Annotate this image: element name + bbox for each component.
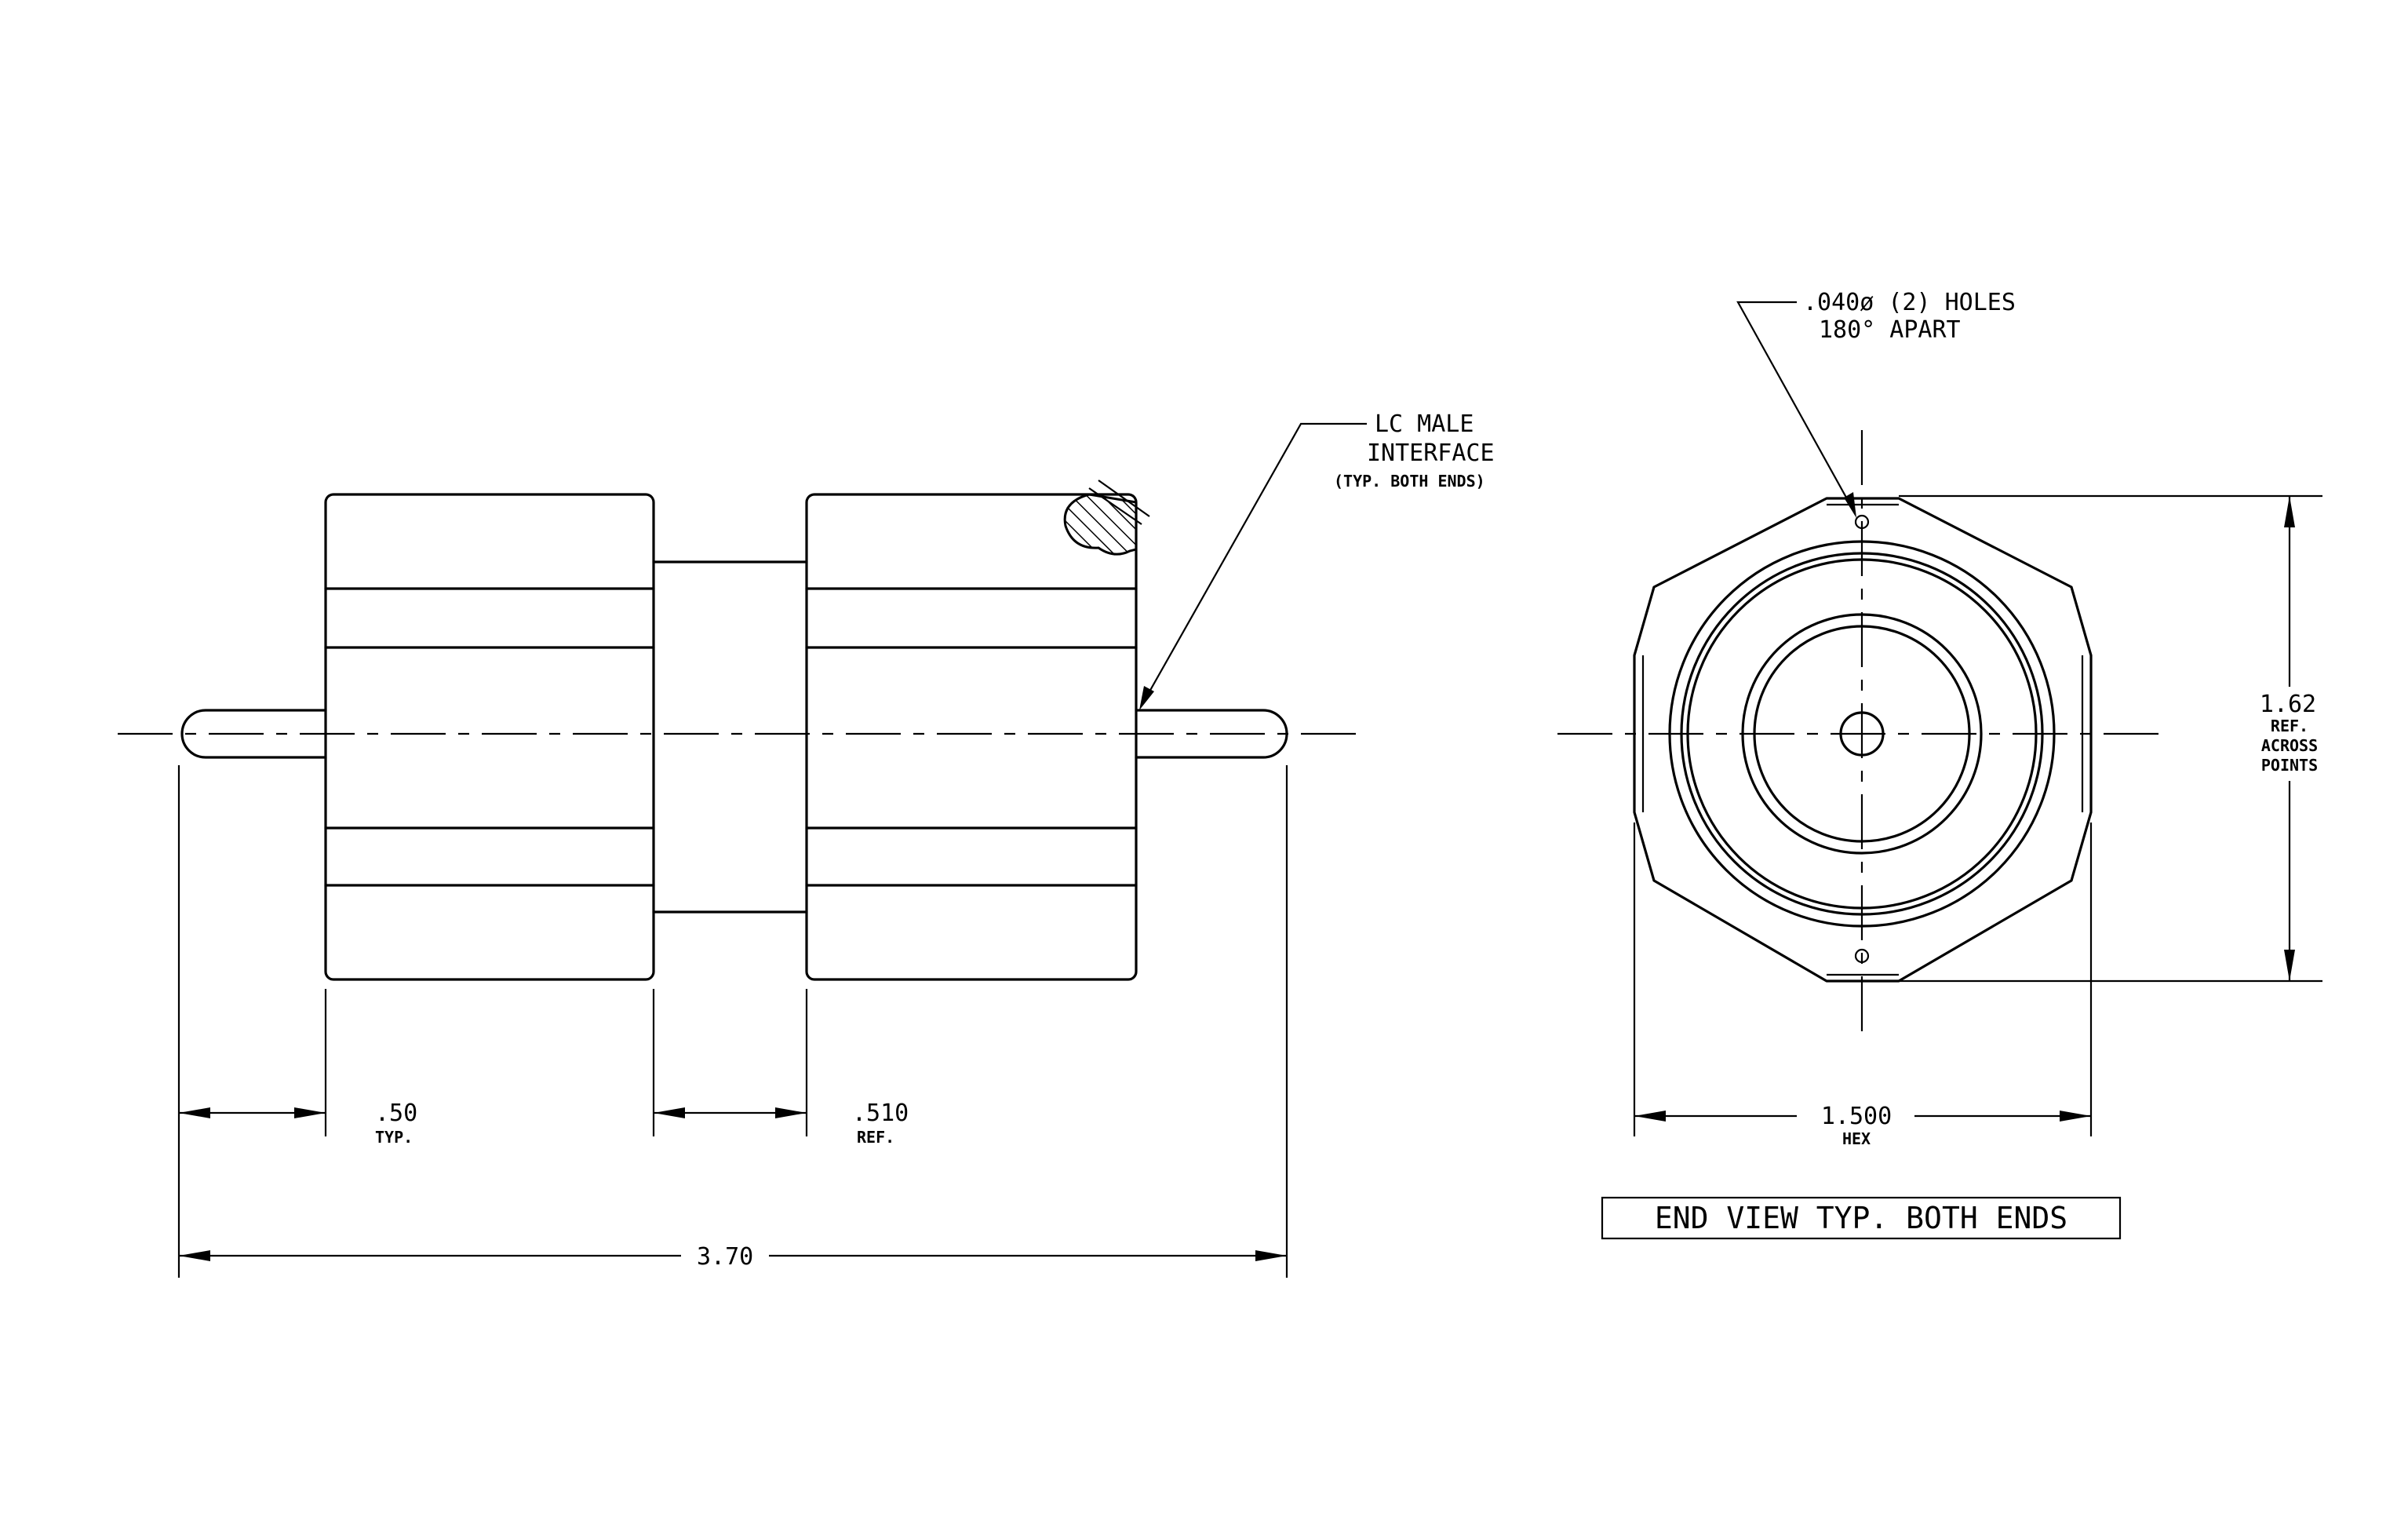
callout-interface-line-2: INTERFACE [1367, 440, 1495, 467]
dim-gap-value: .510 [852, 1100, 909, 1127]
right-hex-nut [805, 493, 1138, 981]
dim-across-points [1899, 494, 2322, 983]
center-body [652, 560, 808, 914]
end-view: .040ø (2) HOLES 180° APART 1.62 REF. ACR… [1557, 289, 2322, 1240]
callout-interface-line-1: LC MALE [1375, 410, 1474, 438]
dim-hex-length-note: TYP. [375, 1128, 413, 1147]
dim-hex-length [179, 1107, 326, 1118]
holes-leader [1736, 301, 1856, 518]
end-view-circles [1668, 540, 2056, 928]
dim-gap-note: REF. [857, 1128, 894, 1147]
side-view: LC MALE INTERFACE (TYP. BOTH ENDS) .50 T… [118, 410, 1495, 1278]
dim-hex-length-value: .50 [375, 1100, 417, 1127]
dim-overall [179, 1250, 1287, 1261]
left-pin [180, 709, 327, 759]
left-hex-nut [324, 493, 655, 981]
dim-hex-note: HEX [1842, 1129, 1871, 1148]
callout-holes-line-2: 180° APART [1819, 316, 1961, 344]
dim-hex [1633, 823, 2093, 1136]
dim-across-points-note-1: REF. [2271, 717, 2308, 735]
dim-across-points-note-2: ACROSS [2261, 736, 2318, 755]
side-extension-lines [177, 765, 1288, 1278]
right-pin [1135, 709, 1288, 759]
callout-interface-line-3: (TYP. BOTH ENDS) [1334, 472, 1485, 491]
hatched-section [1063, 480, 1150, 556]
hex-outline [1633, 497, 2093, 983]
end-view-title: END VIEW TYP. BOTH ENDS [1655, 1201, 2067, 1235]
dim-overall-value: 3.70 [697, 1243, 753, 1271]
dim-across-points-note-3: POINTS [2261, 756, 2318, 775]
dim-gap [654, 1107, 807, 1118]
interface-leader [1139, 422, 1367, 710]
dim-across-points-value: 1.62 [2260, 691, 2316, 718]
callout-holes-line-1: .040ø (2) HOLES [1803, 289, 2016, 316]
mounting-holes [1854, 514, 1870, 964]
end-view-title-box [1601, 1196, 2122, 1240]
dim-hex-value: 1.500 [1821, 1103, 1892, 1130]
